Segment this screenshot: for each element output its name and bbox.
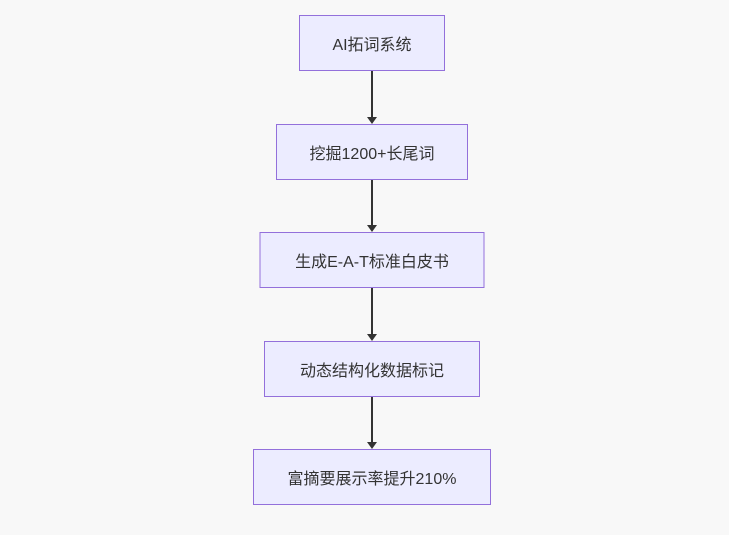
arrow-line xyxy=(371,397,373,444)
flowchart-node-longtail-mining: 挖掘1200+长尾词 xyxy=(276,124,468,180)
node-label: 动态结构化数据标记 xyxy=(299,363,444,380)
flowchart-node-rich-snippet-result: 富摘要展示率提升210% xyxy=(253,449,491,505)
flow-arrow-3 xyxy=(366,288,378,341)
node-label: 生成E-A-T标准白皮书 xyxy=(295,254,449,271)
flow-arrow-4 xyxy=(366,397,378,449)
flowchart-node-eat-whitepaper: 生成E-A-T标准白皮书 xyxy=(259,232,485,288)
flowchart-node-structured-data-markup: 动态结构化数据标记 xyxy=(264,341,480,397)
node-label: 富摘要展示率提升210% xyxy=(287,471,457,488)
arrow-line xyxy=(371,180,373,227)
flow-arrow-1 xyxy=(366,71,378,124)
node-label: AI拓词系统 xyxy=(332,37,412,54)
arrow-head-icon xyxy=(367,334,377,341)
node-label: 挖掘1200+长尾词 xyxy=(309,146,435,163)
flowchart-node-ai-word-expansion: AI拓词系统 xyxy=(299,15,445,71)
arrow-line xyxy=(371,71,373,119)
arrow-head-icon xyxy=(367,117,377,124)
arrow-head-icon xyxy=(367,225,377,232)
flow-arrow-2 xyxy=(366,180,378,232)
arrow-head-icon xyxy=(367,442,377,449)
arrow-line xyxy=(371,288,373,336)
